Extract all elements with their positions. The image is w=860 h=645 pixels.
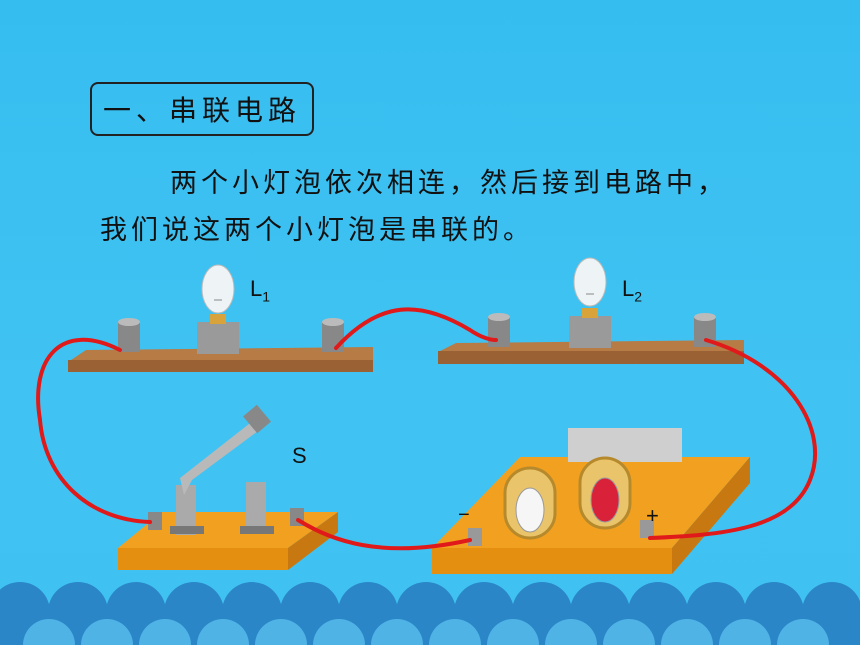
lamp1-board (68, 264, 373, 372)
paragraph-line-2: 我们说这两个小灯泡是串联的。 (100, 215, 534, 246)
paragraph-line-1: 两个小灯泡依次相连，然后接到电路中， (170, 168, 728, 199)
lamp2-board (438, 257, 744, 364)
section-heading: 一、串联电路 (90, 82, 314, 136)
battery-plus-label: + (646, 503, 659, 528)
circuit-wires (36, 307, 817, 551)
switch-board (118, 404, 338, 570)
battery-minus-label: − (458, 504, 470, 526)
wave-decoration (0, 582, 860, 645)
lamp1-label-subscript: 1 (262, 288, 271, 305)
description-paragraph: 两个小灯泡依次相连，然后接到电路中， 我们说这两个小灯泡是串联的。 (100, 160, 780, 254)
lamp2-label-subscript: 2 (634, 288, 643, 305)
lamp2-label: L2 (622, 276, 642, 304)
battery-board (432, 428, 750, 574)
lamp2-label-letter: L (622, 276, 635, 301)
lamp1-label: L1 (250, 276, 270, 304)
switch-label: S (292, 443, 307, 468)
lamp1-label-letter: L (250, 276, 263, 301)
